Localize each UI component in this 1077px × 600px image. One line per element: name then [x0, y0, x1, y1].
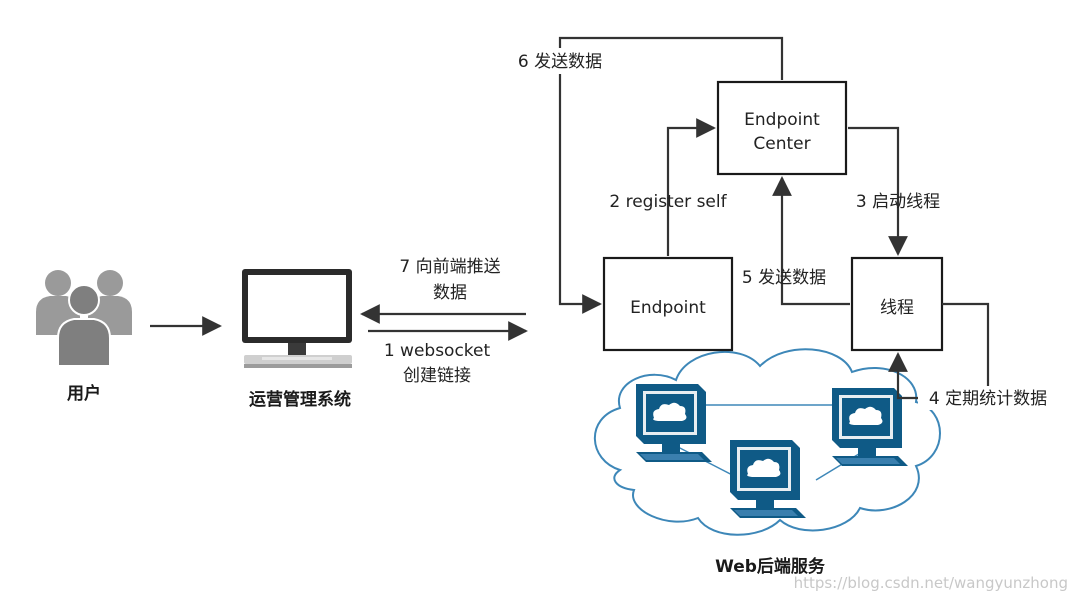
web-backend-label: Web后端服务 — [715, 556, 826, 577]
edge-1-label-line2: 创建链接 — [403, 366, 471, 386]
edge-5-arrow — [772, 176, 850, 306]
endpoint-center-label-line1: Endpoint — [744, 110, 820, 130]
edge-3-label: 3 启动线程 — [856, 192, 940, 212]
endpoint-box — [602, 256, 734, 352]
endpoint-center-label-line2: Center — [753, 134, 810, 154]
edge-5-label: 5 发送数据 — [742, 268, 826, 288]
ops-system-label: 运营管理系统 — [249, 389, 351, 410]
watermark-text: https://blog.csdn.net/wangyunzhong — [794, 574, 1068, 592]
user-label: 用户 — [67, 383, 101, 404]
edge-2-arrow — [666, 118, 716, 256]
thread-label: 线程 — [880, 298, 914, 318]
edge-3-arrow — [848, 126, 908, 256]
edge-6-label: 6 发送数据 — [518, 52, 602, 72]
endpoint-label: Endpoint — [630, 298, 706, 318]
edge-1-label-line1: 1 websocket — [384, 341, 491, 361]
thread-box — [850, 256, 944, 352]
edge-7-label-line1: 7 向前端推送 — [399, 257, 500, 277]
edge-4-label: 4 定期统计数据 — [929, 389, 1047, 409]
edge-7-label-line2: 数据 — [433, 283, 467, 303]
endpoint-center-box — [716, 80, 848, 176]
edge-2-label: 2 register self — [609, 192, 727, 212]
monitor-icon — [242, 269, 352, 368]
edge-6-arrow — [558, 36, 784, 314]
users-icon — [36, 270, 132, 367]
